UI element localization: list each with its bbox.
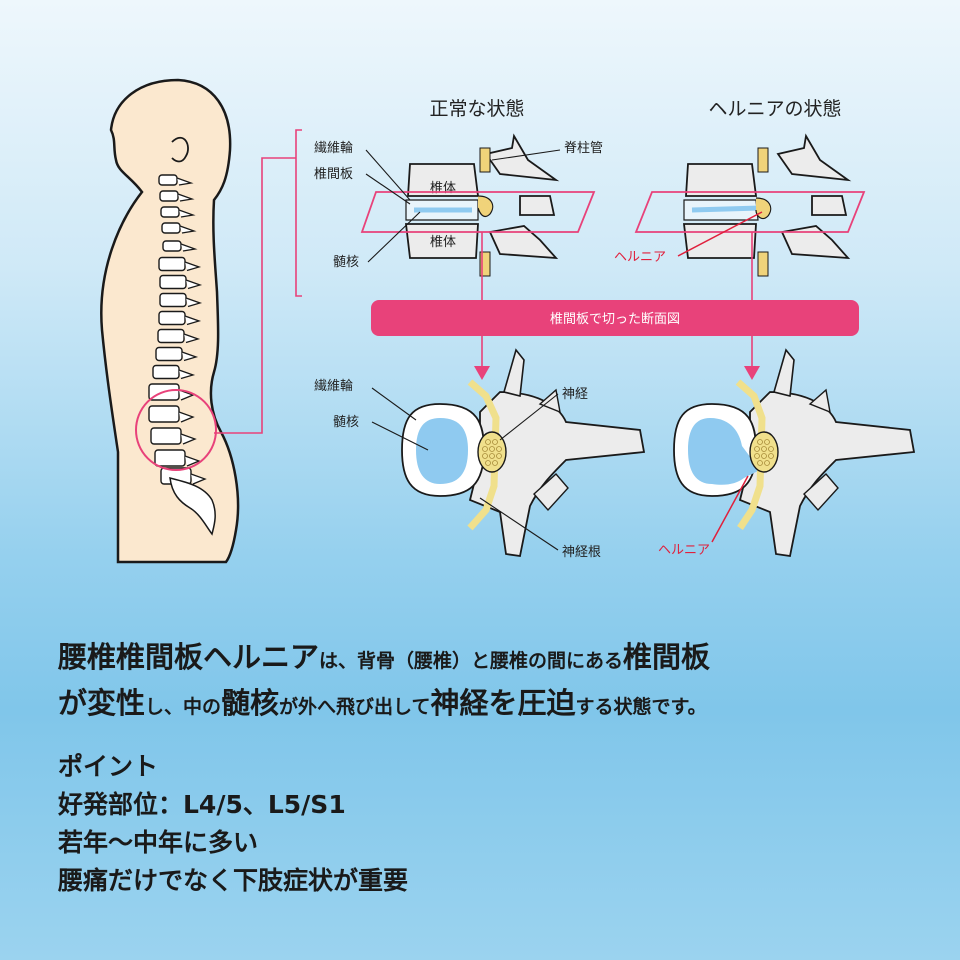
point-item: 若年〜中年に多い: [58, 828, 259, 857]
hernia-vertebrae-side: [682, 133, 852, 277]
spine-vertebra: [162, 240, 198, 252]
annulus-label-top: 繊維輪: [314, 140, 353, 156]
normal-vertebrae-side: [404, 133, 560, 277]
hernia-cross-section: [673, 348, 916, 558]
normal-cut-plane: [360, 191, 596, 233]
hernia-leader-bottom: [711, 475, 749, 543]
disc-label-top: 椎間板: [314, 167, 353, 182]
hernia-state-title: ヘルニアの状態: [708, 98, 841, 120]
cross-section-banner-text: 椎間板で切った断面図: [550, 312, 680, 327]
label-bracket: [295, 129, 302, 297]
spine-vertebra: [157, 328, 201, 344]
spine-vertebra: [159, 274, 203, 290]
spine-vertebra: [159, 292, 203, 308]
hernia-label-top: ヘルニア: [614, 250, 666, 265]
nerve-label: 神経: [562, 387, 588, 402]
nerve-root-label: 神経根: [562, 545, 601, 560]
hernia-leader-top: [677, 211, 763, 257]
spine-vertebra: [159, 190, 195, 202]
spine-vertebra: [158, 256, 202, 272]
spine-vertebra: [150, 427, 197, 445]
spine-vertebra: [160, 206, 196, 218]
bottom-leader-lines: [371, 387, 559, 551]
description-segment: する状態です。: [575, 696, 707, 718]
description-segment: が変性: [58, 686, 146, 720]
points-section: ポイント 好発部位：L4/5、L5/S1 若年〜中年に多い 腰痛だけでなく下肢症…: [58, 748, 408, 900]
hernia-cut-plane: [634, 191, 866, 233]
description-segment: 椎間板: [623, 640, 711, 674]
description-segment: が外へ飛び出して: [279, 696, 431, 718]
description-segment: 腰椎椎間板ヘルニア: [58, 640, 320, 674]
annulus-label-bottom: 繊維輪: [314, 378, 353, 394]
sacrum: [169, 477, 216, 536]
spine-vertebra: [161, 222, 197, 234]
vertebra-upper-label: 椎体: [430, 181, 456, 196]
spine-vertebra: [155, 346, 199, 362]
point-item: 好発部位：L4/5、L5/S1: [58, 790, 346, 819]
spine-vertebra: [158, 310, 202, 326]
spine-vertebra: [152, 364, 196, 380]
highlight-connector: [214, 157, 296, 434]
description-line-1: 腰椎椎間板ヘルニアは、背骨（腰椎）と腰椎の間にある椎間板: [58, 634, 710, 676]
spine-vertebra: [154, 449, 201, 467]
spine-vertebrae: [148, 174, 216, 536]
spine-vertebra: [148, 405, 195, 423]
description-line-2: が変性し、中の髄核が外へ飛び出して神経を圧迫する状態です。: [58, 680, 707, 722]
top-leader-lines: [365, 149, 561, 263]
hernia-label-bottom: ヘルニア: [658, 543, 710, 558]
normal-state-title: 正常な状態: [429, 98, 524, 120]
nucleus-label-bottom: 髄核: [333, 415, 359, 430]
points-heading: ポイント: [58, 752, 159, 781]
description-segment: し、中の: [145, 696, 222, 718]
cross-section-banner: [371, 300, 859, 336]
point-item: 腰痛だけでなく下肢症状が重要: [58, 866, 409, 895]
canal-label: 脊柱管: [564, 141, 603, 156]
nucleus-label-top: 髄核: [333, 255, 359, 270]
spine-vertebra: [158, 174, 194, 186]
vertebra-lower-label: 椎体: [430, 235, 456, 250]
description-segment: 神経を圧迫: [430, 686, 576, 720]
description-segment: は、背骨（腰椎）と腰椎の間にある: [319, 650, 624, 672]
normal-cross-section: [401, 348, 646, 558]
hernia-diagram: 正常な状態 ヘルニアの状態 椎体 椎体 繊維輪 椎間板 髄核 脊柱管 ヘルニア: [100, 78, 916, 564]
spine-vertebra: [160, 467, 207, 485]
description-segment: 髄核: [221, 686, 280, 720]
lumbar-highlight-circle: [135, 389, 217, 471]
